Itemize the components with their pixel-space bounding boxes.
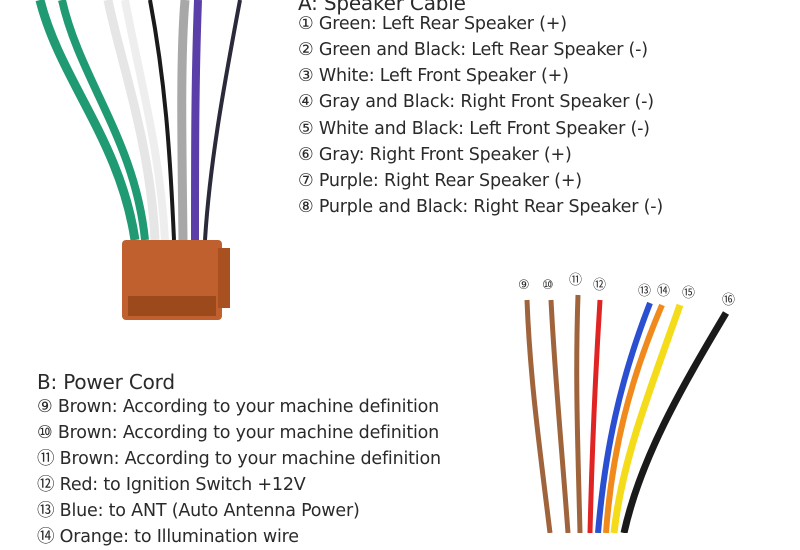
- wire-green-black: [58, 0, 149, 241]
- speaker-item: ⑤ White and Black: Left Front Speaker (-…: [298, 119, 650, 139]
- wire-label-16: ⑯: [722, 293, 735, 308]
- speaker-cable-title: A: Speaker Cable: [298, 0, 466, 15]
- wiring-illustration: [35, 0, 730, 533]
- wire-label-11: ⑪: [569, 273, 582, 288]
- speaker-item: ⑧ Purple and Black: Right Rear Speaker (…: [298, 197, 663, 217]
- speaker-cable-wires: [35, 0, 242, 241]
- wire-label-10: ⑩: [542, 278, 554, 293]
- wire-label-9: ⑨: [518, 278, 530, 293]
- power-item: ⑫ Red: to Ignition Switch +12V: [37, 475, 306, 495]
- power-cord-wires: [524, 294, 730, 533]
- wire-green: [35, 0, 140, 241]
- wire-label-15: ⑮: [682, 286, 695, 301]
- wire-label-14: ⑭: [657, 284, 670, 299]
- wire-label-12: ⑫: [593, 278, 606, 293]
- power-item: ⑪ Brown: According to your machine defin…: [37, 449, 441, 469]
- power-item: ⑩ Brown: According to your machine defin…: [37, 423, 440, 443]
- power-cord-title: B: Power Cord: [37, 370, 175, 394]
- wire-purple: [191, 0, 202, 241]
- power-item: ⑬ Blue: to ANT (Auto Antenna Power): [37, 501, 360, 521]
- speaker-item: ⑦ Purple: Right Rear Speaker (+): [298, 171, 582, 191]
- speaker-item: ⑥ Gray: Right Front Speaker (+): [298, 145, 572, 165]
- power-item: ⑨ Brown: According to your machine defin…: [37, 397, 440, 417]
- wire-black: [148, 0, 176, 241]
- speaker-item: ① Green: Left Rear Speaker (+): [298, 14, 567, 34]
- wire-white: [103, 0, 160, 241]
- speaker-item: ③ White: Left Front Speaker (+): [298, 66, 569, 86]
- wire-label-13: ⑬: [638, 284, 651, 299]
- wire-purple-black: [203, 0, 242, 241]
- power-item: ⑭ Orange: to Illumination wire: [37, 527, 299, 547]
- iso-connector: [122, 240, 230, 320]
- speaker-item: ④ Gray and Black: Right Front Speaker (-…: [298, 92, 654, 112]
- speaker-item: ② Green and Black: Left Rear Speaker (-): [298, 40, 648, 60]
- wire-white-black: [121, 0, 169, 241]
- wire-gray: [177, 0, 190, 241]
